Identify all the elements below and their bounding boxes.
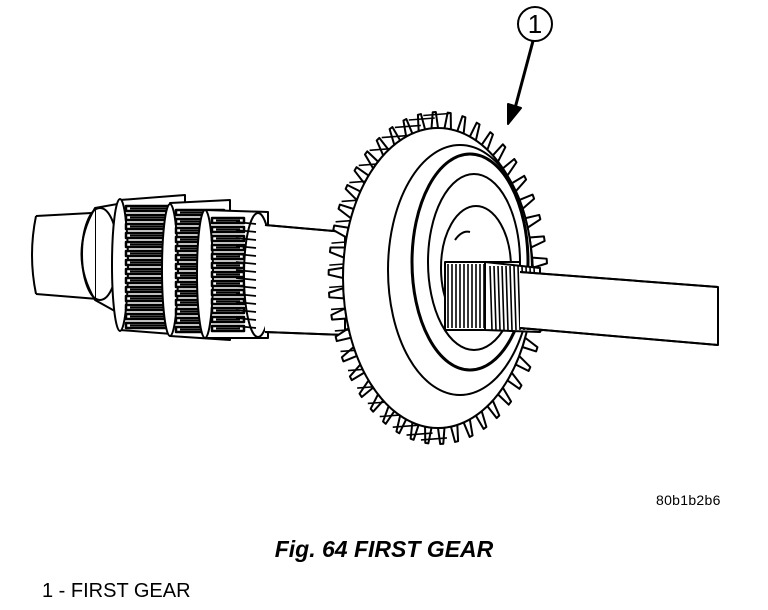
shaft-middle [264,224,346,336]
figure-caption: Fig. 64 FIRST GEAR [274,536,494,562]
gear-illustration: 1 [31,6,719,445]
shaft-right [519,271,719,346]
image-code: 80b1b2b6 [656,492,721,508]
legend-item-1: 1 - FIRST GEAR [42,580,191,602]
callout-1 [507,6,553,125]
synchro-ring-3 [196,209,273,339]
callout-number: 1 [528,9,542,39]
